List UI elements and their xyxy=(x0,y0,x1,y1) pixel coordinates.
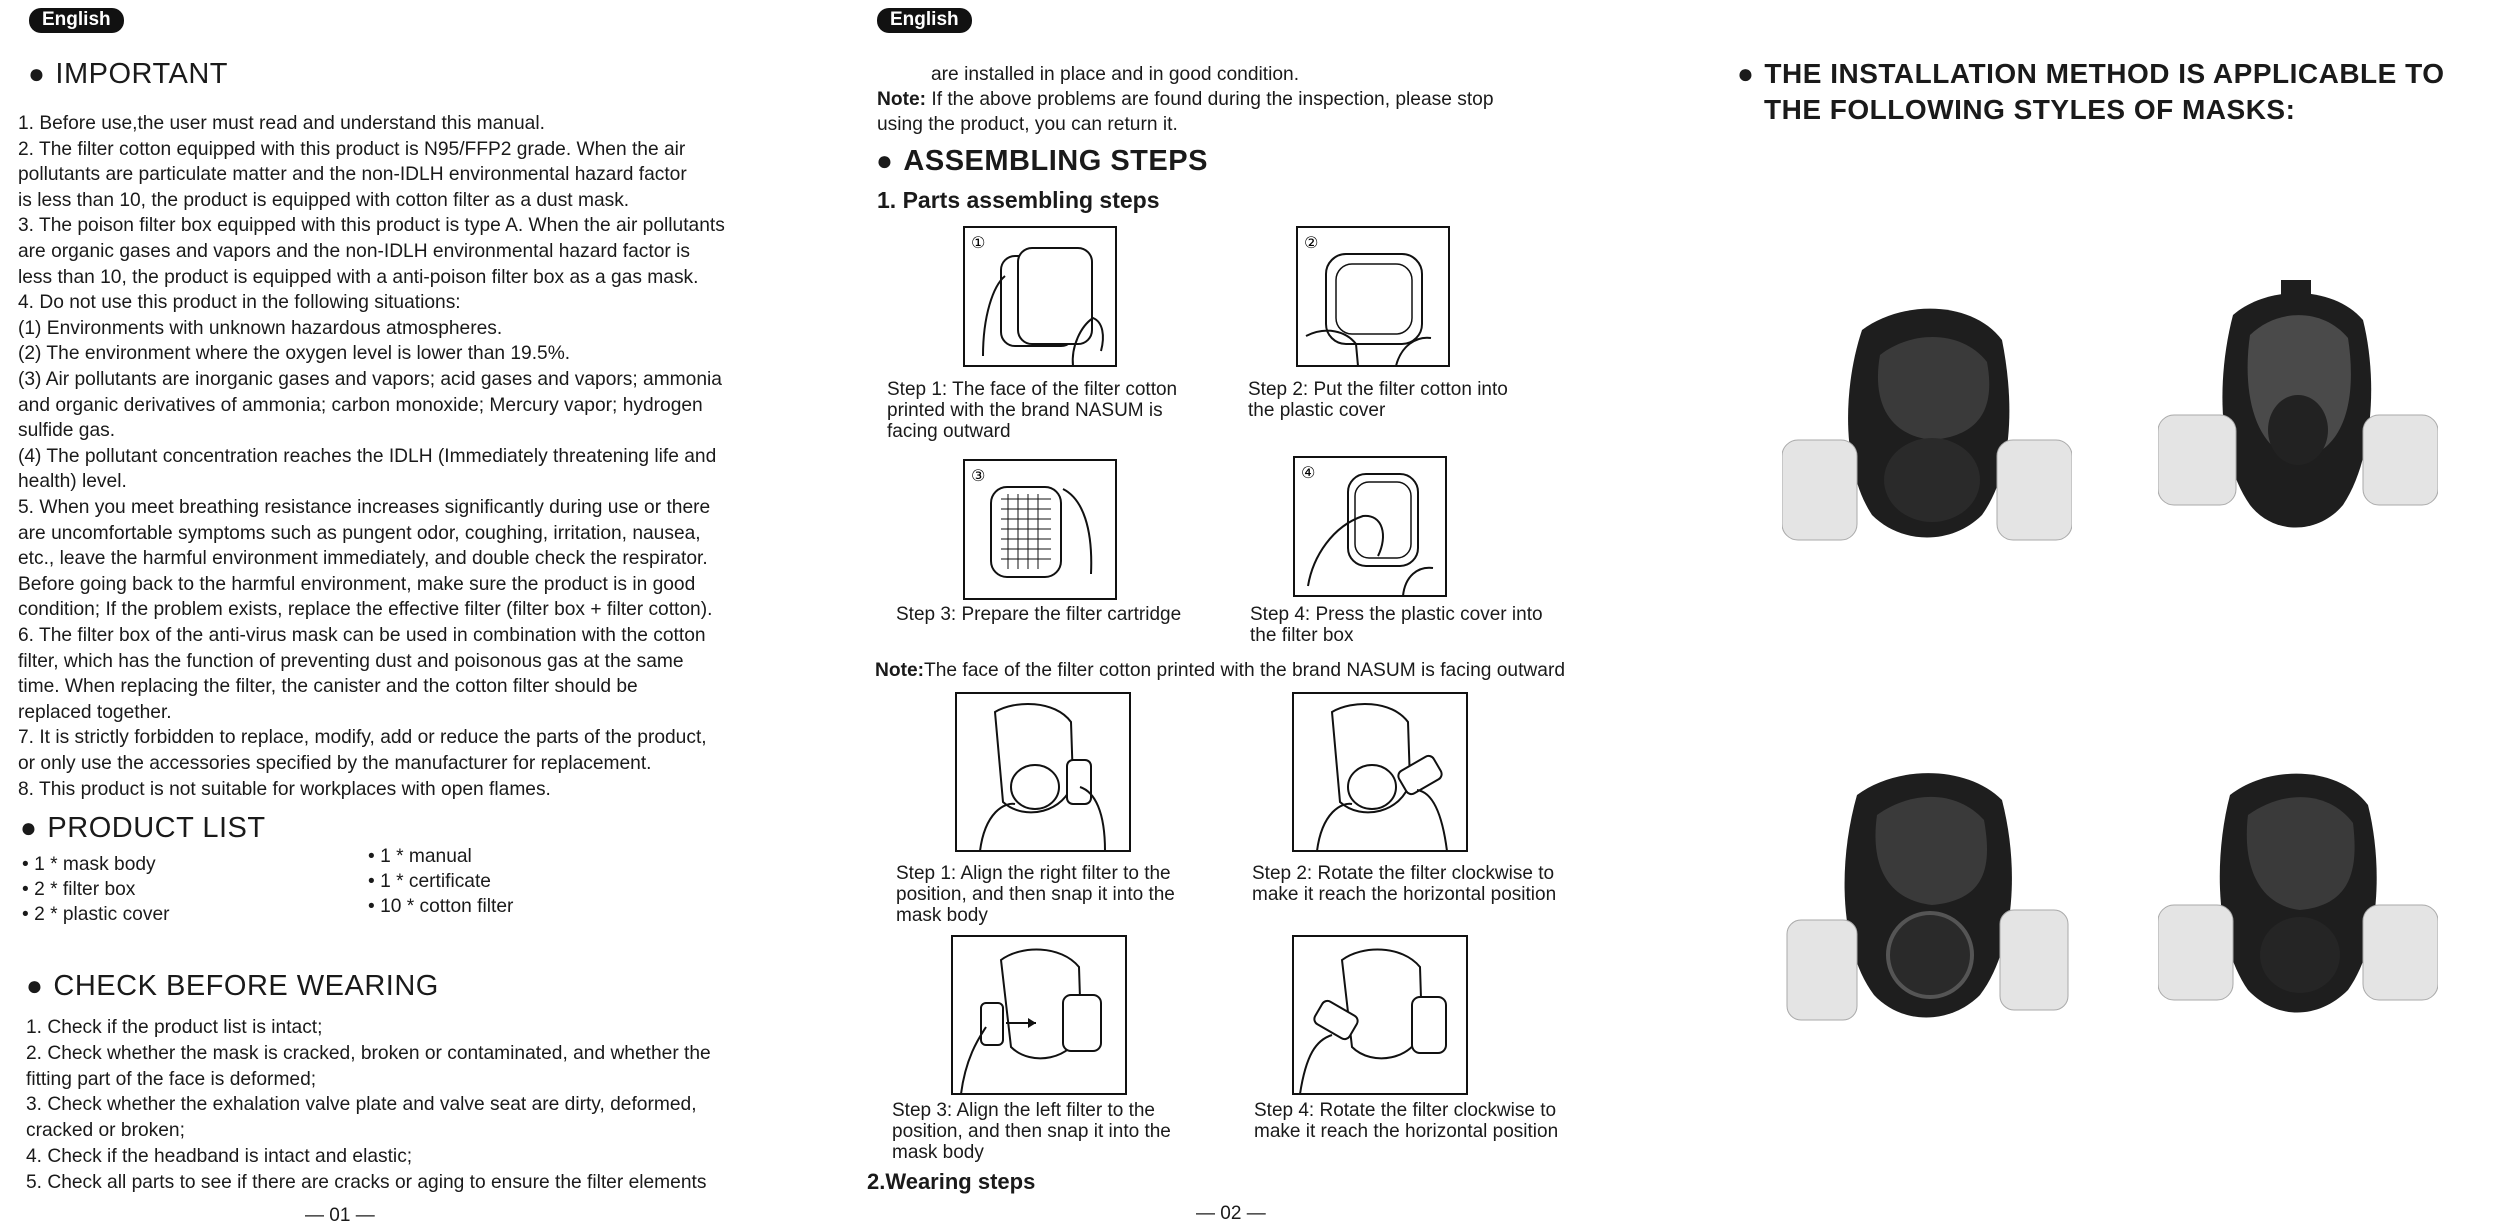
caption-filter-step-1: Step 1: Align the right filter to the po… xyxy=(896,863,1175,926)
mask-photo-style-3 xyxy=(1782,770,2072,1035)
step-number: ③ xyxy=(971,466,985,485)
product-list-item: • 2 * filter box xyxy=(22,879,136,900)
text-line: (4) The pollutant concentration reaches … xyxy=(18,445,717,467)
mask-photo-style-2 xyxy=(2157,280,2439,555)
text-line: fitting part of the face is deformed; xyxy=(26,1068,317,1090)
product-list-item: • 1 * certificate xyxy=(368,871,491,892)
text-line: 5. Check all parts to see if there are c… xyxy=(26,1171,707,1193)
text-line: and organic derivatives of ammonia; carb… xyxy=(18,394,703,416)
text-line: 3. The poison filter box equipped with t… xyxy=(18,215,725,237)
language-badge: English xyxy=(877,8,972,33)
text-line: are organic gases and vapors and the non… xyxy=(18,241,690,262)
text-line: 4. Check if the headband is intact and e… xyxy=(26,1146,413,1167)
diagram-filter-step-2 xyxy=(1292,692,1468,852)
inspection-note: Note: If the above problems are found du… xyxy=(877,89,1494,110)
text-line: cracked or broken; xyxy=(26,1120,185,1142)
page-2: English are installed in place and in go… xyxy=(850,0,1700,1226)
bullet-icon: • xyxy=(22,904,35,925)
caption-part-step-4: Step 4: Press the plastic cover into the… xyxy=(1250,604,1543,646)
text-line: 2. Check whether the mask is cracked, br… xyxy=(26,1042,711,1064)
text-line: pollutants are particulate matter and th… xyxy=(18,164,687,186)
caption-part-step-3: Step 3: Prepare the filter cartridge xyxy=(896,604,1182,625)
check-heading: ●CHECK BEFORE WEARING xyxy=(26,970,439,1002)
step-number: ① xyxy=(971,233,985,252)
text-line: Before going back to the harmful environ… xyxy=(18,573,696,595)
text-line: (3) Air pollutants are inorganic gases a… xyxy=(18,369,722,390)
page-3: ●THE INSTALLATION METHOD IS APPLICABLE T… xyxy=(1700,0,2510,1226)
text-line: 5. When you meet breathing resistance in… xyxy=(18,497,711,518)
text-line: 1. Check if the product list is intact; xyxy=(26,1017,323,1038)
diagram-part-step-4: ④ xyxy=(1293,456,1447,597)
text-line: 8. This product is not suitable for work… xyxy=(18,778,551,800)
text-line: less than 10, the product is equipped wi… xyxy=(18,266,699,288)
text-line: health) level. xyxy=(18,471,127,493)
product-list-item: • 1 * manual xyxy=(368,846,472,867)
text-line: replaced together. xyxy=(18,701,172,723)
diagram-filter-step-3 xyxy=(951,935,1127,1095)
bullet-icon: ● xyxy=(1737,58,1755,89)
text-line: (1) Environments with unknown hazardous … xyxy=(18,317,503,339)
mask-styles-heading: ●THE INSTALLATION METHOD IS APPLICABLE T… xyxy=(1737,58,2445,89)
diagram-part-step-1: ① xyxy=(963,226,1117,367)
bullet-icon: • xyxy=(22,879,35,900)
diagram-filter-step-4 xyxy=(1292,935,1468,1095)
language-badge: English xyxy=(29,8,124,33)
text-line: etc., leave the harmful environment imme… xyxy=(18,548,708,570)
text-line: is less than 10, the product is equipped… xyxy=(18,189,630,211)
text-line: condition; If the problem exists, replac… xyxy=(18,599,713,621)
page-1: English ●IMPORTANT 1. Before use,the use… xyxy=(0,0,850,1226)
step-number: ④ xyxy=(1301,463,1315,482)
assembling-heading: ●ASSEMBLING STEPS xyxy=(876,145,1208,177)
text-line: 1. Before use,the user must read and und… xyxy=(18,113,545,134)
diagram-filter-step-1 xyxy=(955,692,1131,852)
caption-filter-step-2: Step 2: Rotate the filter clockwise to m… xyxy=(1252,863,1557,905)
mask-photo-style-1 xyxy=(1781,300,2073,555)
text-line: (2) The environment where the oxygen lev… xyxy=(18,343,571,365)
bullet-icon: ● xyxy=(26,970,44,1001)
diagram-part-step-3: ③ xyxy=(963,459,1117,600)
parts-heading: 1. Parts assembling steps xyxy=(877,187,1160,213)
text-line: 2. The filter cotton equipped with this … xyxy=(18,138,686,160)
bullet-icon: ● xyxy=(20,812,38,843)
product-list-item: • 2 * plastic cover xyxy=(22,904,170,925)
text-line: 3. Check whether the exhalation valve pl… xyxy=(26,1094,697,1116)
text-line: filter, which has the function of preven… xyxy=(18,650,684,672)
text-line: time. When replacing the filter, the can… xyxy=(18,676,638,698)
mask-photo-style-4 xyxy=(2157,765,2439,1030)
caption-filter-step-4: Step 4: Rotate the filter clockwise to m… xyxy=(1254,1100,1559,1142)
page-number: — 01 — xyxy=(305,1205,375,1226)
bullet-icon: • xyxy=(22,854,35,875)
mask-styles-heading-line2: THE FOLLOWING STYLES OF MASKS: xyxy=(1764,94,2296,125)
text-line: 7. It is strictly forbidden to replace, … xyxy=(18,727,707,749)
text-line: sulfide gas. xyxy=(18,420,116,442)
caption-filter-step-3: Step 3: Align the left filter to the pos… xyxy=(892,1100,1171,1163)
product-list-heading: ●PRODUCT LIST xyxy=(20,812,266,844)
page-number: — 02 — xyxy=(1196,1203,1266,1224)
bullet-icon: • xyxy=(368,896,381,917)
nasum-note: Note:The face of the filter cotton print… xyxy=(875,660,1566,681)
bullet-icon: • xyxy=(368,871,381,892)
bullet-icon: ● xyxy=(876,145,894,176)
bullet-icon: • xyxy=(368,846,381,867)
text-line: 4. Do not use this product in the follow… xyxy=(18,292,461,314)
diagram-part-step-2: ② xyxy=(1296,226,1450,367)
caption-part-step-1: Step 1: The face of the filter cotton pr… xyxy=(887,379,1178,442)
wearing-heading: 2.Wearing steps xyxy=(867,1169,1036,1194)
caption-part-step-2: Step 2: Put the filter cotton into the p… xyxy=(1248,379,1508,421)
bullet-icon: ● xyxy=(28,58,46,89)
text-line: or only use the accessories specified by… xyxy=(18,753,652,774)
inspection-note-cont: using the product, you can return it. xyxy=(877,114,1178,135)
text-line: are uncomfortable symptoms such as punge… xyxy=(18,522,701,544)
product-list-item: • 10 * cotton filter xyxy=(368,896,514,917)
product-list-item: • 1 * mask body xyxy=(22,854,156,875)
important-heading: ●IMPORTANT xyxy=(28,58,229,90)
step-number: ② xyxy=(1304,233,1318,252)
continuation-text: are installed in place and in good condi… xyxy=(931,64,1300,85)
text-line: 6. The filter box of the anti-virus mask… xyxy=(18,625,706,646)
